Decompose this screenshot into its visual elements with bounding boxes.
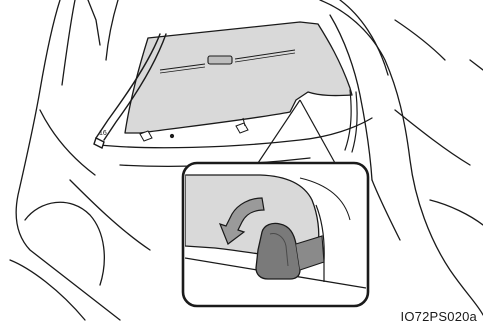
figure-id-label: IO72PS020a xyxy=(401,309,477,324)
svg-text:16: 16 xyxy=(99,130,107,137)
callout-detail-box xyxy=(183,163,368,306)
center-clip-dot xyxy=(170,134,173,137)
tonneau-cover xyxy=(125,22,352,133)
right-clip xyxy=(236,123,248,133)
cover-right-strap xyxy=(345,90,357,152)
cover-handle xyxy=(208,56,232,64)
